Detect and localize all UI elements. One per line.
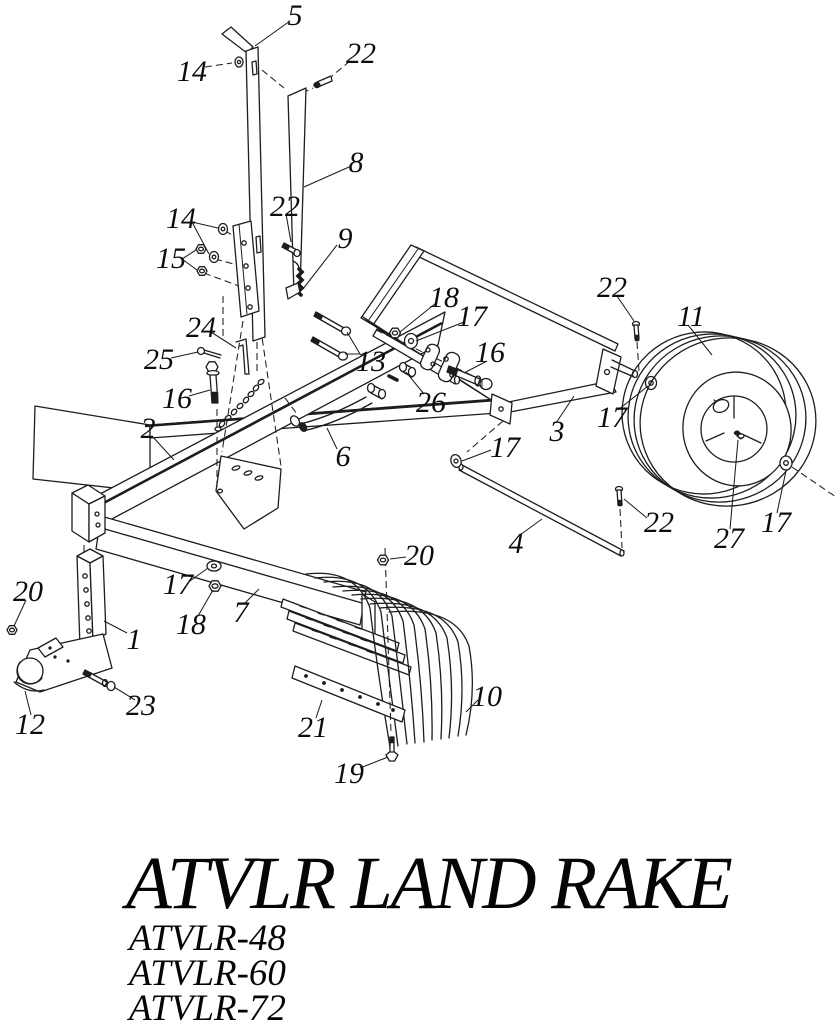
mast-bracket: [232, 220, 260, 318]
curved-link: [289, 396, 373, 432]
part-number-label: 5: [288, 0, 303, 32]
gusset-plate: [215, 455, 282, 530]
hitch-tube: [76, 548, 107, 649]
part-number-label: 19: [334, 757, 364, 790]
part-number-label: 13: [356, 345, 386, 378]
part-number-label: 17: [597, 401, 629, 434]
carrier-frame: [360, 244, 639, 425]
part-number-label: 4: [509, 527, 524, 560]
part-number-label: 17: [163, 568, 195, 601]
loose-clamp-strip: [291, 665, 406, 723]
tension-spring: [285, 260, 305, 300]
part-number-label: 14: [177, 55, 207, 88]
part-number-label: 21: [298, 711, 328, 744]
ball-coupler: [13, 633, 113, 693]
part-number-label: 18: [176, 608, 206, 641]
part-number-label: 8: [349, 146, 364, 179]
part-number-label: 18: [429, 281, 459, 314]
part-number-label: 9: [338, 222, 353, 255]
part-number-label: 17: [457, 300, 489, 333]
part-number-label: 17: [490, 431, 522, 464]
part-number-label: 10: [472, 680, 502, 713]
pivot-bolts: [310, 311, 352, 361]
part-number-label: 15: [156, 242, 186, 275]
part-number-label: 22: [644, 506, 674, 539]
model-number: ATVLR-60: [129, 953, 286, 994]
part-number-label: 20: [404, 539, 434, 572]
drawbar-beam: [95, 515, 376, 642]
part-number-label: 11: [677, 300, 705, 333]
part-number-label: 16: [162, 382, 192, 415]
rake-tines: [305, 572, 474, 748]
part-number-label: 24: [186, 311, 216, 344]
receiver-socket: [71, 484, 106, 543]
part-number-label: 22: [270, 190, 300, 223]
part-number-label: 16: [475, 336, 505, 369]
part-number-label: 1: [127, 623, 142, 656]
leader-lines: [13, 20, 787, 769]
part-number-label: 23: [126, 689, 156, 722]
part-number-label: 7: [234, 596, 251, 629]
attachment-chain: [218, 378, 265, 428]
part-number-label: 12: [15, 708, 45, 741]
part-number-label: 22: [346, 37, 376, 70]
spring-hook: [235, 338, 250, 375]
model-number: ATVLR-72: [129, 988, 286, 1024]
lower-hardware: [6, 554, 399, 762]
part-number-label: 22: [597, 271, 627, 304]
part-number-label: 27: [714, 522, 746, 555]
part-number-label: 25: [144, 343, 174, 376]
shear-bolt: [82, 669, 116, 692]
part-number-label: 26: [416, 386, 446, 419]
wheel: [621, 331, 817, 507]
part-number-label: 20: [13, 575, 43, 608]
model-list: ATVLR-48 ATVLR-60 ATVLR-72: [129, 918, 286, 1024]
diagram-title: ATVLR LAND RAKE: [126, 842, 733, 925]
part-number-label: 6: [336, 440, 351, 473]
cotter-pin: [196, 346, 222, 359]
axle-pivot-hardware: [366, 327, 493, 400]
carriage-bolts-upper: [281, 75, 333, 258]
model-number: ATVLR-48: [129, 918, 286, 959]
part-number-label: 14: [166, 202, 196, 235]
part-number-label: 17: [761, 506, 793, 539]
washers-and-nuts: [195, 56, 244, 276]
part-number-label: 3: [549, 415, 565, 448]
part-number-label: 2: [141, 412, 156, 445]
axle-rod: [450, 320, 658, 557]
hex-bolt-vertical: [205, 361, 220, 404]
